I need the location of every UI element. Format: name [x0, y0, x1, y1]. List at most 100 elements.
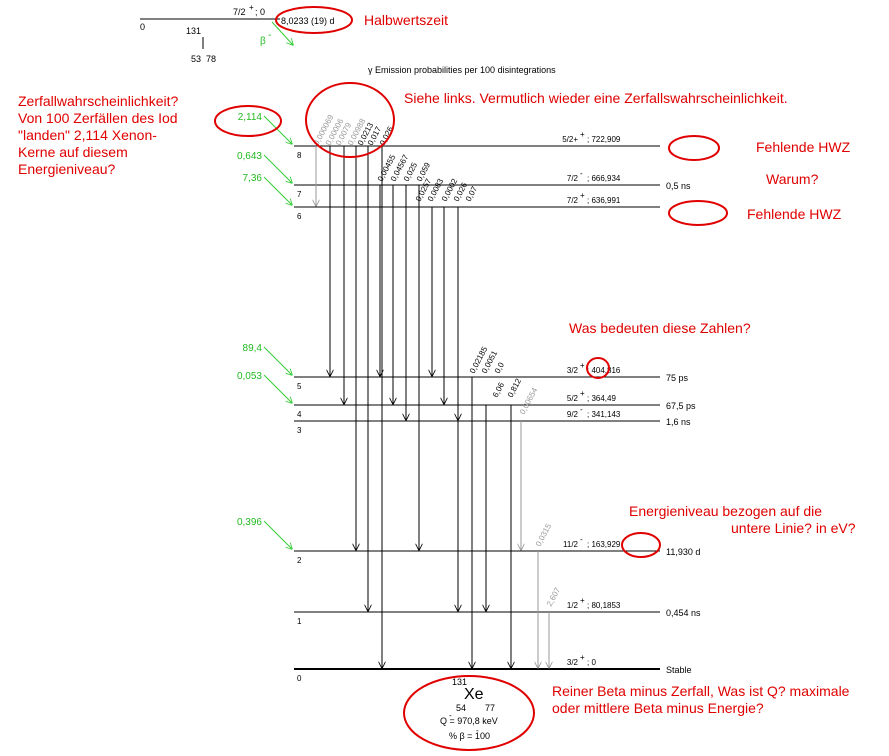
level-index: 5 [297, 382, 302, 391]
annotation-beta-1: Reiner Beta minus Zerfall, Was ist Q? ma… [552, 683, 850, 699]
beta-sign: - [476, 726, 479, 735]
feeding-arrow [263, 346, 292, 375]
level-index: 8 [297, 151, 302, 160]
level-index: 4 [297, 410, 302, 419]
level-spin: 1/2 [567, 601, 579, 610]
feeding-arrow [263, 520, 292, 549]
level-energy: ; 404,816 [587, 366, 621, 375]
daughter-nucleus: 131 Xe 54 77 Q = 970,8 keV - % β = 100 - [440, 677, 498, 741]
parent-mass-number: 131 [186, 26, 201, 36]
level-energy: ; 666,934 [587, 174, 621, 183]
level-halflife: 75 ps [666, 373, 689, 383]
feeding-arrow [263, 176, 292, 205]
circle-feeding [214, 105, 282, 137]
level-8: 85/2++; 722,909 [294, 130, 660, 160]
level-parity: - [580, 169, 583, 178]
level-parity: + [580, 389, 585, 398]
circle-missing-hwz-2 [668, 200, 728, 226]
level-parity: + [580, 191, 585, 200]
feeding-value: 2,114 [238, 112, 263, 123]
parent-level-index: 0 [140, 22, 145, 32]
annotations: Halbwertszeit Zerfallwahrscheinlichkeit?… [18, 6, 856, 751]
decay-mode: β [260, 36, 266, 47]
level-index: 2 [297, 556, 302, 565]
level-halflife: 11,930 d [666, 547, 700, 557]
gamma-label-g1: 2,607 [545, 586, 563, 608]
level-parity: - [580, 535, 583, 544]
level-parity: + [580, 596, 585, 605]
feeding-value: 0,053 [237, 371, 262, 382]
gamma-label-g3: 0,00654 [518, 386, 540, 416]
level-spin: 5/2 [567, 394, 579, 403]
level-spin: 3/2 [567, 366, 579, 375]
annotation-halbwertszeit: Halbwertszeit [364, 12, 448, 28]
annotation-fehlende-hwz-1: Fehlende HWZ [756, 139, 851, 155]
level-spin: 11/2 [563, 540, 579, 549]
level-6: 6 7/2+; 636,991 [294, 191, 660, 221]
level-index: 3 [297, 426, 302, 435]
parent-halflife: 8,0233 (19) d [281, 16, 335, 26]
gamma-label-g4: 0,812 [506, 377, 524, 399]
gamma-transitions [316, 146, 549, 668]
beta-percentage: % β = 100 [449, 731, 490, 741]
level-parity: - [580, 405, 583, 414]
circle-energy [621, 532, 661, 558]
parent-spin: 7/2 [233, 7, 246, 17]
level-energy: ; 636,991 [587, 196, 621, 205]
level-halflife: Stable [666, 665, 692, 675]
feeding-value: 89,4 [243, 343, 263, 354]
parent-spin-parity: + [249, 3, 254, 12]
parent-level: 7/2 + ; 0 8,0233 (19) d 0 131 53 78 β - [140, 3, 335, 64]
annotation-zerfall-2: Von 100 Zerfällen des Iod [18, 110, 178, 126]
annotation-was-bedeuten: Was bedeuten diese Zahlen? [569, 320, 751, 336]
level-2: 2 11/2-; 163,929 11,930 d [294, 535, 700, 565]
level-7: 7 7/2-; 666,934 0,5 ns [294, 169, 691, 199]
level-index: 0 [297, 674, 302, 683]
gamma-label-g4: 6,06 [491, 380, 507, 398]
circle-spin [586, 357, 610, 379]
annotation-siehe-links: Siehe links. Vermutlich wieder eine Zerf… [404, 90, 788, 106]
decay-sign: - [268, 30, 271, 41]
level-spin: 7/2 [567, 196, 579, 205]
circle-halflife [275, 6, 353, 34]
gamma-label-g2: 0,0315 [534, 522, 554, 548]
parent-z: 53 [191, 54, 201, 64]
feeding-value: 0,396 [237, 517, 262, 528]
annotation-fehlende-hwz-2: Fehlende HWZ [747, 206, 842, 222]
level-spin: 3/2 [567, 658, 579, 667]
parent-n: 78 [206, 54, 216, 64]
beta-decay-arrow [271, 21, 293, 45]
parent-energy: ; 0 [255, 7, 265, 17]
daughter-n: 77 [485, 703, 495, 713]
annotation-warum: Warum? [766, 171, 819, 187]
level-index: 1 [297, 617, 302, 626]
level-energy: ; 80,1853 [587, 601, 621, 610]
annotation-energieniveau-2: untere Linie? in eV? [731, 520, 856, 536]
daughter-z: 54 [456, 703, 466, 713]
feeding-value: 7,36 [243, 173, 263, 184]
level-parity: + [580, 653, 585, 662]
level-halflife: 67,5 ps [666, 401, 696, 411]
daughter-symbol: Xe [464, 686, 484, 703]
level-energy: ; 0 [587, 658, 596, 667]
level-index: 7 [297, 190, 302, 199]
level-parity: + [580, 361, 585, 370]
level-energy: ; 163,929 [587, 540, 621, 549]
level-spin: 7/2 [567, 174, 579, 183]
level-spin: 5/2+ [562, 135, 578, 144]
q-sign: - [449, 711, 452, 720]
feeding-arrow [263, 374, 292, 403]
annotation-zerfall-3: "landen" 2,114 Xenon- [18, 127, 157, 143]
level-halflife: 1,6 ns [666, 417, 691, 427]
annotation-zerfall-1: Zerfallwahrscheinlichkeit? [18, 93, 179, 109]
level-0: 0 3/2+; 0 Stable [294, 653, 692, 683]
level-halflife: 0,5 ns [666, 181, 691, 191]
level-index: 6 [297, 212, 302, 221]
